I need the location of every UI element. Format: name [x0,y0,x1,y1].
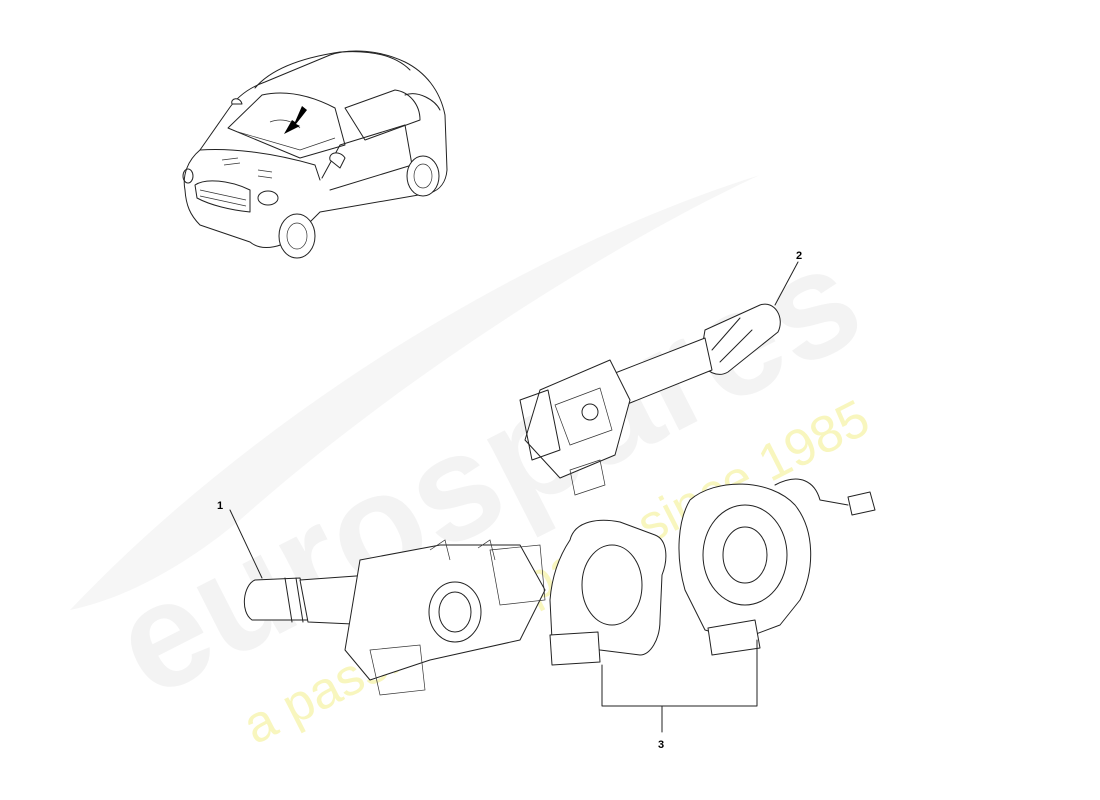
light-switch-tabs [429,539,496,561]
car-rear-window [404,93,441,111]
car-front-rim [286,222,308,250]
light-stalk-rings [284,577,304,623]
callout-3: 3 [658,739,664,751]
leader-bracket-3 [601,639,758,733]
spiral-cable-wire [774,478,849,506]
wiper-switch-connectors [554,387,613,496]
spiral-cable-right-connector [707,619,761,656]
spiral-cable-left [549,519,667,666]
light-switch-ring-inner [438,591,472,633]
leader-line-2 [774,261,799,306]
wiper-stalk-rings [711,317,753,363]
car-headlight-right [257,190,279,206]
light-switch-assembly [244,539,546,696]
car-bonnet-vents [221,157,273,179]
spiral-cable-plug [847,491,876,516]
wiper-switch-mount [519,389,561,461]
car-dashboard [237,131,336,151]
car-windshield [227,92,346,159]
locator-arrow-icon [284,106,307,134]
car-grille-bars [199,189,247,207]
car-front-wheel [278,213,316,259]
wiper-switch-screw [581,403,599,421]
leader-lines [229,261,799,733]
wiper-switch-assembly [519,303,781,496]
car-headlight-left [182,168,194,184]
car-roof [254,51,411,89]
light-switch-connectors [369,544,546,696]
light-stalk-tip [244,577,311,621]
leader-line-1 [229,509,263,579]
spiral-cable-left-connector [549,631,601,666]
watermark: eurospares a passion for parts since 198… [88,212,885,756]
car-mirror-left [231,98,243,105]
spiral-cable-right-outer-ring [702,504,788,606]
callout-1: 1 [217,500,223,512]
spiral-cable-right-bore [722,526,768,584]
callout-2: 2 [796,250,802,262]
car-hood [199,149,321,181]
car-rear-wheel [406,155,440,197]
wiper-switch-body [524,359,631,479]
car-side-window [344,89,421,141]
locator-car [182,50,448,259]
car-grille [194,180,251,213]
spiral-cable-left-bore [581,544,643,626]
car-mirror [329,152,346,169]
light-switch-ring [428,581,482,643]
car-rear-rim [413,163,433,189]
spiral-cable-right [678,478,876,656]
